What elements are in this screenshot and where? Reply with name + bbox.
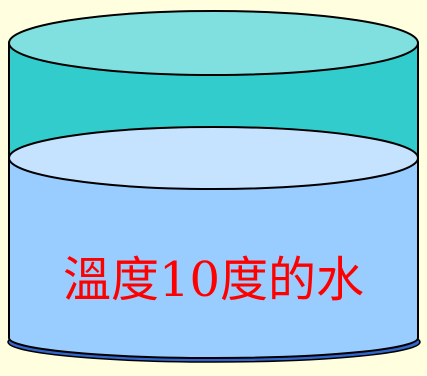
- water-temperature-label: 溫度10度的水: [62, 252, 365, 308]
- container-rim: [8, 10, 419, 76]
- water-body: [8, 157, 419, 359]
- water-surface: [8, 126, 419, 190]
